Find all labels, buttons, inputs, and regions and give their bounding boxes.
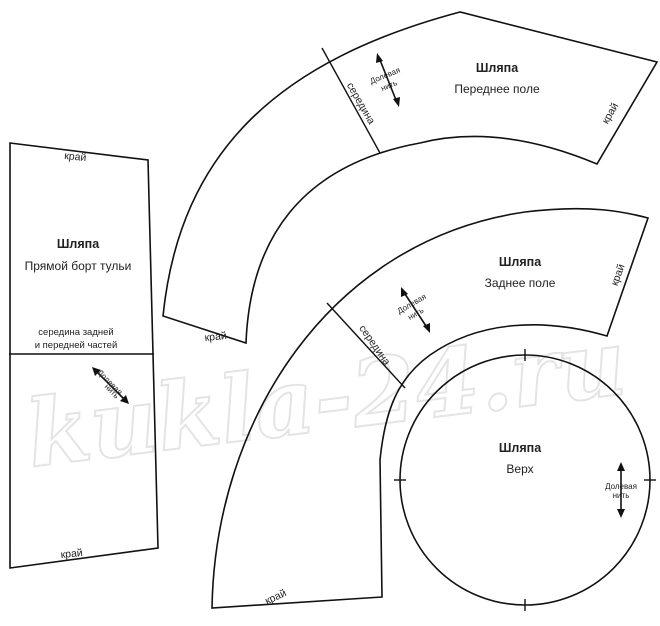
top-grain-label-2: нить (613, 491, 630, 500)
back-brim-center-line (326, 302, 406, 389)
front-brim-title: Шляпа (476, 61, 519, 75)
crown-band-center-label-1: середина задней (38, 327, 113, 338)
front-brim-center-label: середина (344, 81, 378, 127)
front-brim-center-line (321, 47, 381, 154)
front-brim-piece: середина Долевая нить Шляпа Переднее пол… (162, 11, 659, 345)
back-brim-title: Шляпа (499, 255, 542, 269)
top-piece: Шляпа Верх Долевая нить (394, 349, 656, 611)
grain-arrow-icon (92, 367, 129, 404)
crown-band-top-edge-label: край (64, 150, 87, 164)
back-brim-subtitle: Заднее поле (485, 276, 556, 290)
back-brim-outline (211, 207, 650, 609)
front-brim-subtitle: Переднее поле (454, 82, 540, 96)
front-brim-edge-label-right: край (600, 101, 622, 126)
crown-band-center-label-2: и передней частей (35, 340, 118, 351)
crown-band-bottom-edge-label: край (60, 547, 83, 561)
top-grain-label-1: Долевая (605, 482, 637, 491)
top-title: Шляпа (499, 441, 542, 455)
top-subtitle: Верх (506, 462, 533, 476)
front-brim-edge-label-bottom: край (204, 330, 227, 344)
crown-band-piece: край Шляпа Прямой борт тульи середина за… (9, 142, 159, 569)
crown-band-outline (9, 142, 159, 569)
grain-arrow-icon (401, 287, 430, 333)
grain-arrow-icon (617, 462, 625, 518)
front-brim-outline (162, 11, 659, 345)
crown-band-title: Шляпа (57, 237, 100, 251)
grain-arrow-icon (376, 53, 400, 107)
crown-band-subtitle: Прямой борт тульи (25, 259, 132, 273)
